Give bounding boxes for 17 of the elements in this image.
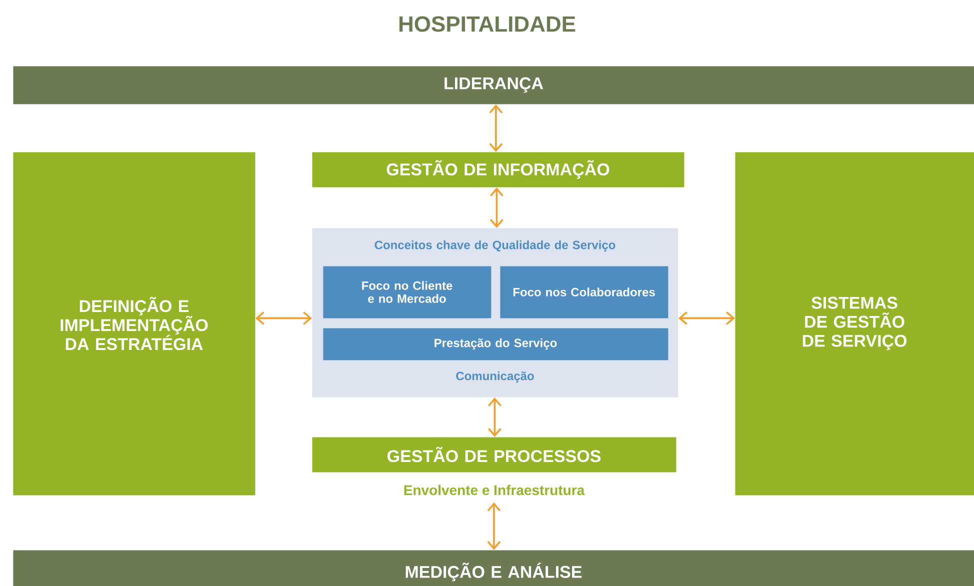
arrow <box>487 502 501 550</box>
arrow <box>255 312 312 325</box>
node-label: Envolvente e Infraestrutura <box>404 484 585 496</box>
band: LIDERANÇA <box>13 66 974 104</box>
process-box: Foco no Cliente e no Mercado <box>323 266 492 318</box>
arrow <box>490 187 504 228</box>
arrow <box>488 397 502 437</box>
side-box: DEFINIÇÃO E IMPLEMENTAÇÃO DA ESTRATÉGIA <box>13 152 256 496</box>
process-box: Prestação do Serviço <box>323 328 668 360</box>
title: HOSPITALIDADE <box>399 16 576 32</box>
band: MEDIÇÃO E ANÁLISE <box>13 550 974 586</box>
process-box: GESTÃO DE INFORMAÇÃO <box>312 152 684 188</box>
process-box: Foco nos Colaboradores <box>500 266 668 318</box>
arrow <box>489 104 503 152</box>
process-box: GESTÃO DE PROCESSOS <box>312 437 676 472</box>
side-box: SISTEMAS DE GESTÃO DE SERVIÇO <box>735 152 974 496</box>
arrow <box>678 312 736 325</box>
